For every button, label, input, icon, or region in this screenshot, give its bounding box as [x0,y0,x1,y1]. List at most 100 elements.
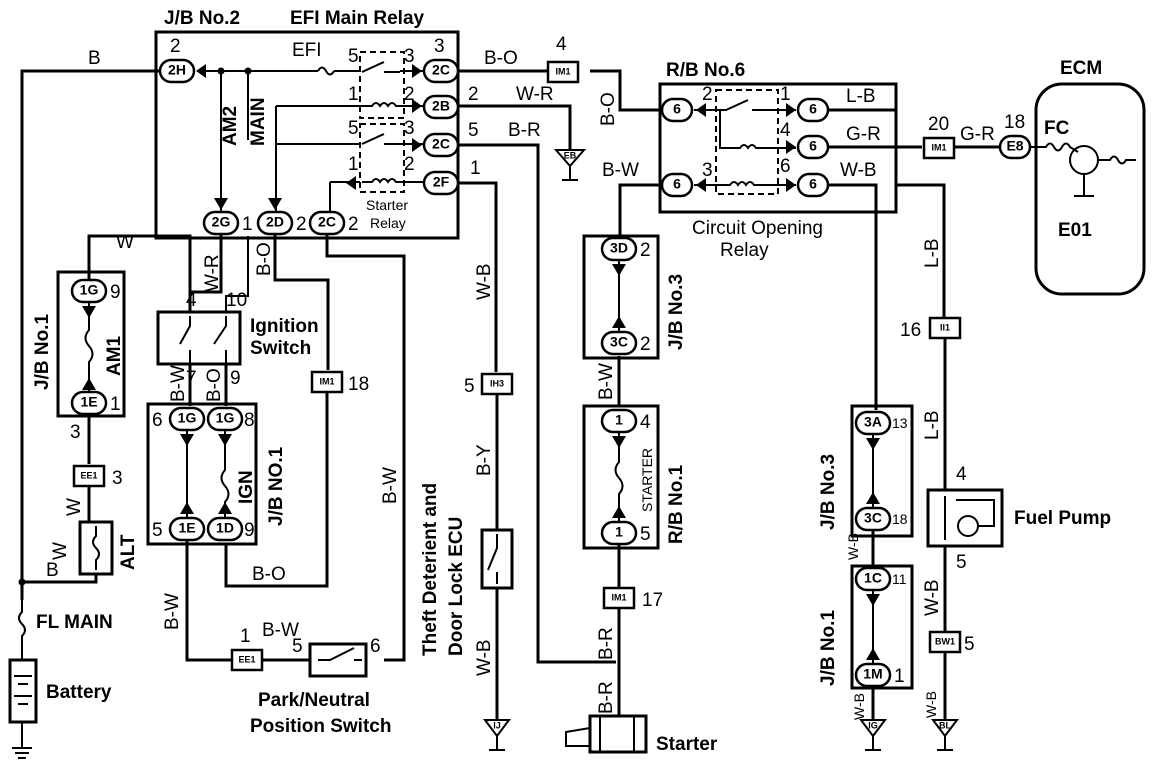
connector-2b-label: 2B [432,98,450,114]
pin-3a-13: 13 [892,415,908,431]
pin-2d-2: 2 [296,214,307,235]
wire-label-bw-ign: B-W [168,365,189,402]
jb3-upper-box [582,234,660,360]
arrow-rb1-1 [612,436,626,448]
arrow-rb6-right-2 [786,140,796,154]
wire-label-wb-theft: W-B [474,639,495,676]
connector-3c-upper-label: 3C [610,334,628,350]
park-neutral-switch-box [308,642,368,678]
arrow-am1-bottom [82,378,96,390]
connector-2g-label: 2G [212,214,231,230]
connector-1d-ign-label: 1D [216,520,234,536]
ground-eb-label: EB [564,150,577,160]
connector-ee1-1-label: EE1 [238,654,255,664]
ground-bl [931,719,959,751]
pin-im1-17: 17 [642,590,663,611]
starter-relay-label-1: Starter [366,197,408,213]
wire-label-wb-jb3: W-B [845,533,861,560]
connector-rb6-6-right-2-label: 6 [809,138,817,154]
wire-2c-bw [325,234,406,662]
wire-label-bo-ign: B-O [254,242,275,276]
relay-coil-1 [362,102,400,108]
junction-jb2-b [244,67,252,75]
pin-park-6: 6 [370,636,381,657]
fuel-pump-label: Fuel Pump [1014,508,1111,529]
connector-2c-top-label: 2C [432,62,450,78]
connector-im1-20-label: IM1 [931,142,946,152]
arrow-rb6-right-3 [786,178,796,192]
arrow-rb6-left-bottom [696,178,706,192]
wire-bw-park [185,540,232,662]
jb1-ign-box [146,402,258,546]
wire-label-wr-2b: W-R [516,84,554,105]
pin-pump-4: 4 [956,464,967,485]
fl-main-label: FL MAIN [36,612,113,633]
ignition-switch-contacts [179,316,227,364]
rb1-label: R/B No.1 [666,464,687,544]
connector-ii1-label: II1 [940,322,950,332]
wire-label-lb-top: L-B [846,86,876,107]
wire-im1-18-down [224,392,329,588]
starter-motor-detail [565,716,635,752]
arrow-rb6-left-top [696,103,706,117]
pin-ee1-1: 1 [240,626,251,647]
wire-label-gr-ecm: G-R [960,124,995,145]
connector-1g-left-label: 1G [178,410,197,426]
pin-2c-top-3: 3 [434,36,445,57]
connector-rb6-6-left-top-label: 6 [673,101,681,117]
pin-1g-6: 6 [152,410,163,431]
wire-label-bo-top: B-O [484,48,518,69]
wire-label-bo-vertical: B-O [598,92,619,126]
starter-fuse-label: STARTER [639,448,655,512]
am2-fuse-label: AM2 [220,106,241,146]
wire-bo-to-rb6 [590,69,660,112]
circuit-opening-label-1: Circuit Opening [692,218,823,239]
pin-im1-4: 4 [556,34,567,55]
junction-jb2-a [217,67,225,75]
pin-2f-1: 1 [470,158,481,179]
pin-relay-5b: 5 [348,118,359,139]
wire-label-bw-rb1: B-W [596,363,617,400]
pin-im1-20: 20 [928,114,949,135]
junction-alt-b [18,578,26,586]
alt-label: ALT [118,534,139,570]
battery-cells [12,675,32,759]
connector-rb1-1-bottom-label: 1 [615,524,623,540]
pin-park-5: 5 [292,636,303,657]
connector-3a-label: 3A [864,414,882,430]
pin-rb6-1: 1 [780,84,791,105]
am1-label: AM1 [104,335,125,376]
rb6-label: R/B No.6 [666,60,745,81]
wire-label-br-2: B-R [596,681,617,714]
pin-ign-10: 10 [226,290,247,311]
jb1-lower-label: J/B No.1 [818,610,839,686]
pin-rb6-2: 2 [702,84,713,105]
main-fuse-label: MAIN [248,97,269,146]
jb2-am2-drop [220,71,249,212]
arrow-jb3-low-1 [866,438,880,450]
jb1-ign-label: J/B NO.1 [266,446,287,526]
arrow-jb3-up-1 [612,264,626,276]
arrow-jb1-ign-1 [180,434,194,446]
connector-2f-label: 2F [433,174,450,190]
jb1-ign-internal [186,430,230,518]
efi-fuse-label: EFI [292,40,322,61]
arrow-2d [268,198,282,210]
wire-label-bo-bottom: B-O [252,564,286,585]
jb2-label: J/B No.2 [164,8,240,29]
jb1-am1-box [56,270,126,418]
pin-2g-1: 1 [242,214,253,235]
wire-label-br-2c: B-R [508,120,541,141]
pin-1g-9: 9 [110,282,121,303]
wire-label-bw-rb6: B-W [602,160,639,181]
pin-1g-8: 8 [244,410,255,431]
jb3-upper-label: J/B No.3 [666,274,687,350]
am1-fuse [84,302,94,392]
pin-im1-18: 18 [348,374,369,395]
connector-im1-4-label: IM1 [555,66,570,76]
wire-bo-ign [273,234,330,370]
wire-wb-2f [458,181,498,372]
pin-e8-18: 18 [1004,112,1025,133]
ecm-box [1034,82,1146,296]
